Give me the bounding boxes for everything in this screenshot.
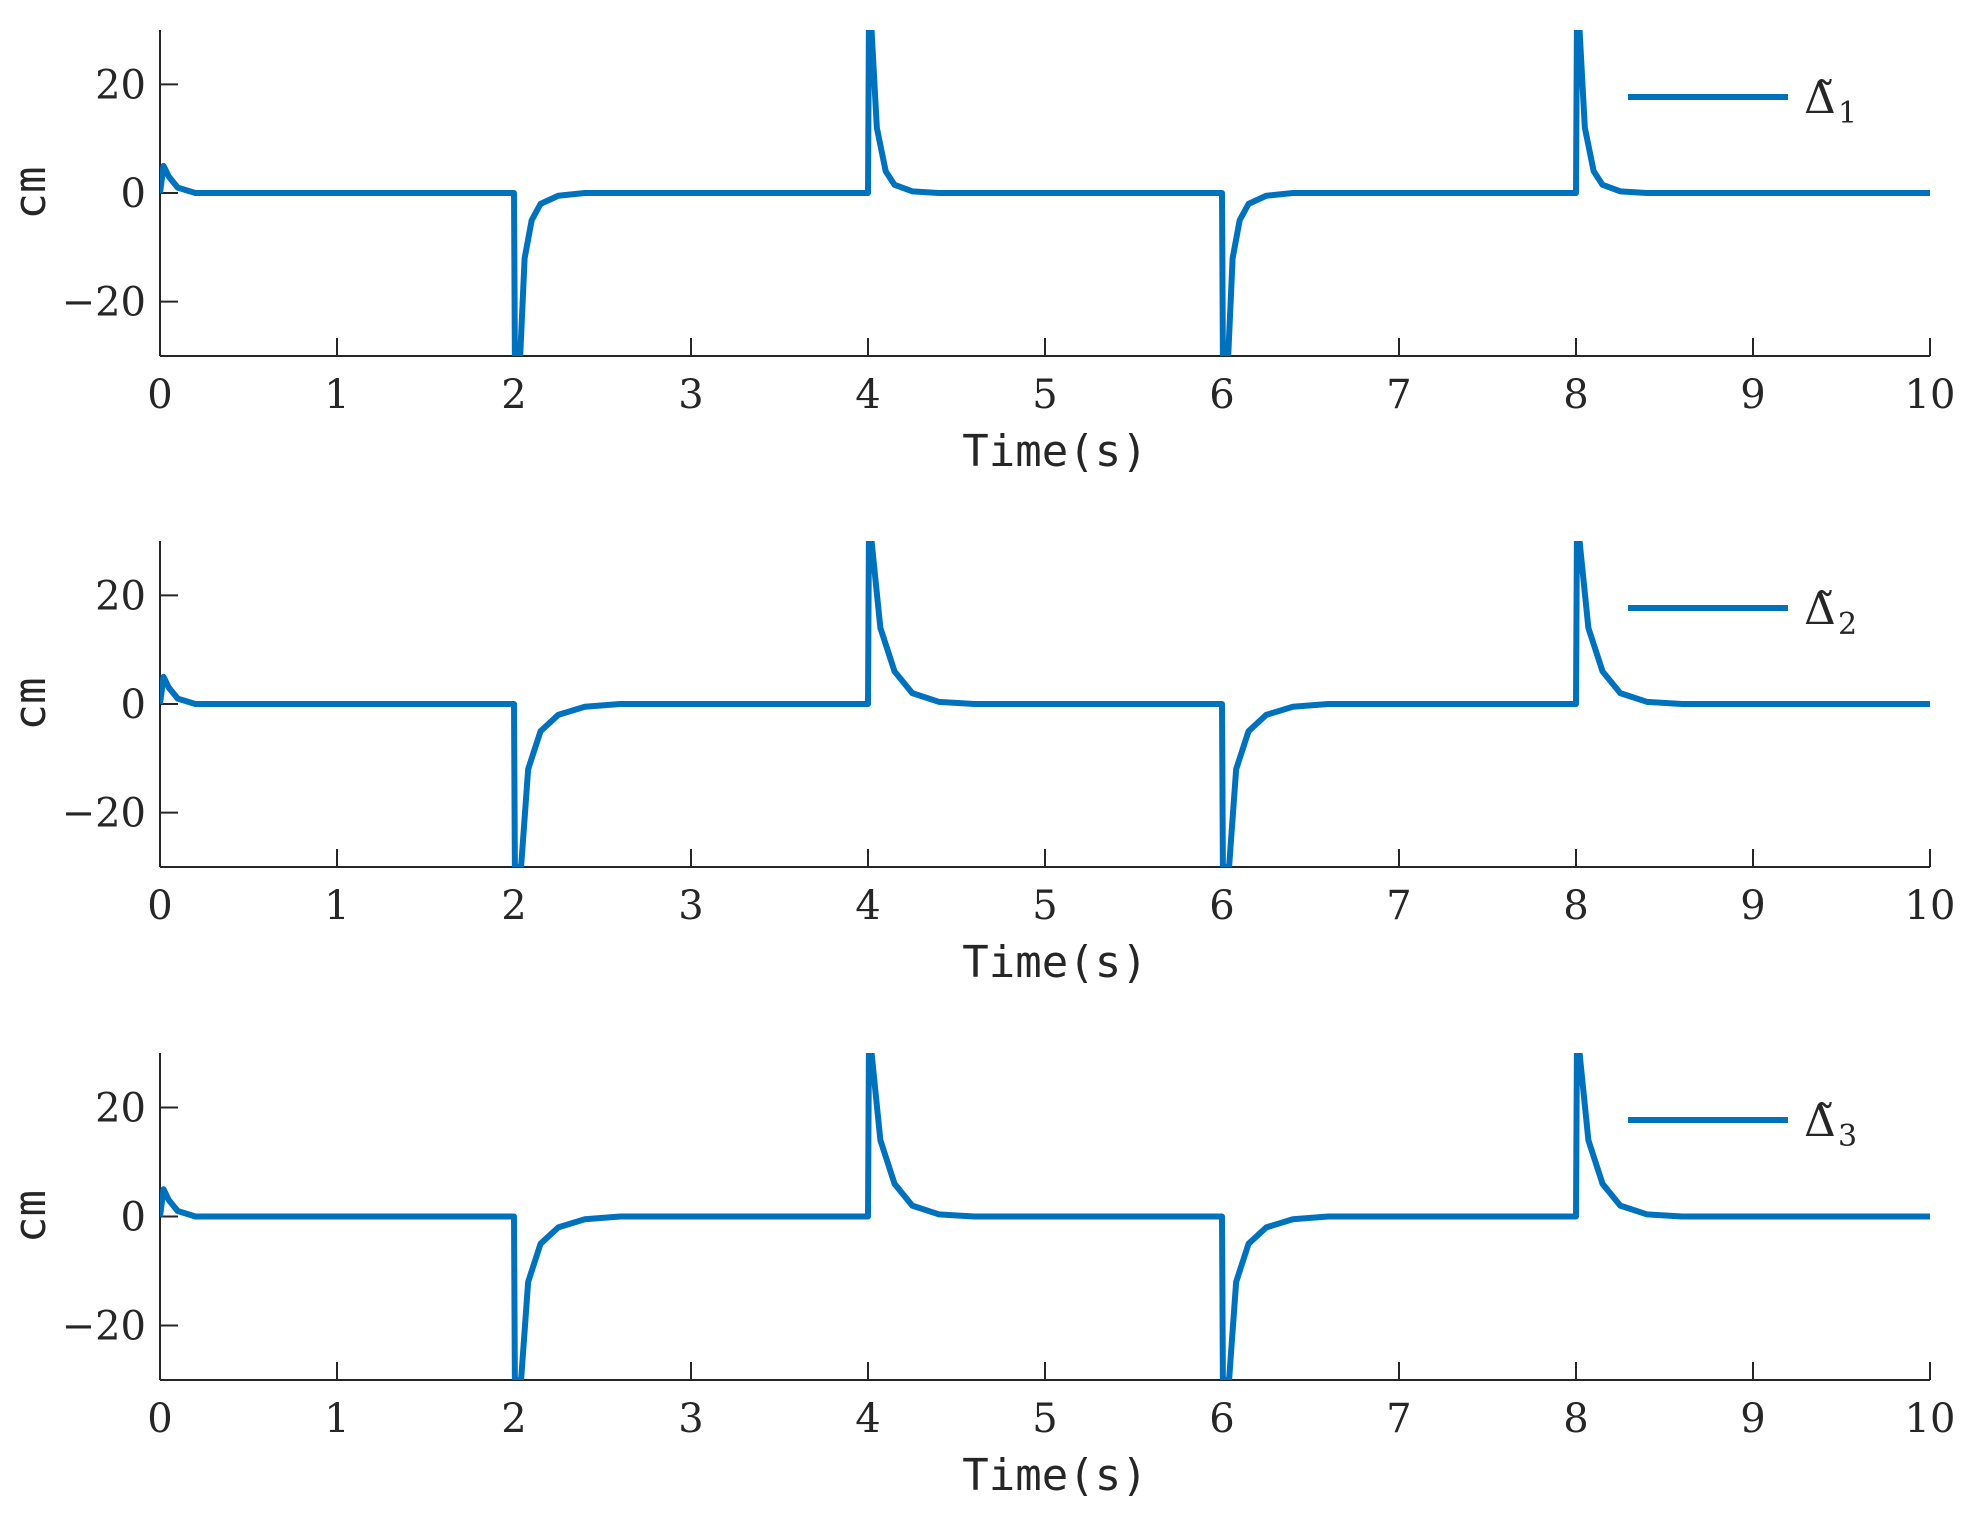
x-tick-label: 10 <box>1905 1396 1956 1442</box>
legend-label: Δ̃ <box>1804 1096 1836 1147</box>
legend-label: Δ̃ <box>1804 73 1836 124</box>
x-tick-label: 8 <box>1563 1396 1588 1442</box>
x-tick-label: 5 <box>1032 372 1057 418</box>
x-axis-title: Time(s) <box>962 937 1147 988</box>
x-tick-label: 10 <box>1905 883 1956 929</box>
x-tick-label: 2 <box>501 1396 526 1442</box>
y-tick-label: 0 <box>121 682 146 728</box>
x-tick-label: 1 <box>324 883 349 929</box>
x-tick-label: 5 <box>1032 883 1057 929</box>
x-tick-label: 10 <box>1905 372 1956 418</box>
x-tick-label: 7 <box>1386 883 1411 929</box>
x-tick-label: 3 <box>678 883 703 929</box>
x-tick-label: 3 <box>678 1396 703 1442</box>
x-tick-label: 9 <box>1740 372 1765 418</box>
x-tick-label: 0 <box>147 372 172 418</box>
y-axis-title: cm <box>5 678 56 731</box>
x-tick-label: 9 <box>1740 883 1765 929</box>
legend-subscript: 1 <box>1838 96 1857 131</box>
x-tick-label: 4 <box>855 1396 880 1442</box>
y-axis-title: cm <box>5 167 56 220</box>
y-tick-label: 20 <box>95 573 146 619</box>
x-tick-label: 8 <box>1563 883 1588 929</box>
x-tick-label: 4 <box>855 372 880 418</box>
x-tick-label: 2 <box>501 883 526 929</box>
y-tick-label: 20 <box>95 1086 146 1132</box>
x-tick-label: 6 <box>1209 372 1234 418</box>
y-tick-label: 20 <box>95 62 146 108</box>
x-axis-title: Time(s) <box>962 426 1147 477</box>
x-tick-label: 1 <box>324 372 349 418</box>
x-tick-label: 9 <box>1740 1396 1765 1442</box>
series-line-1 <box>160 541 1930 867</box>
x-tick-label: 6 <box>1209 1396 1234 1442</box>
legend-subscript: 2 <box>1838 607 1857 642</box>
legend-label: Δ̃ <box>1804 584 1836 635</box>
x-tick-label: 6 <box>1209 883 1234 929</box>
x-tick-label: 8 <box>1563 372 1588 418</box>
x-tick-label: 3 <box>678 372 703 418</box>
x-axis-title: Time(s) <box>962 1450 1147 1501</box>
y-axis-title: cm <box>5 1190 56 1243</box>
legend-subscript: 3 <box>1838 1119 1857 1154</box>
x-tick-label: 4 <box>855 883 880 929</box>
y-tick-label: −20 <box>62 791 146 837</box>
series-line-1 <box>160 30 1930 356</box>
x-tick-label: 0 <box>147 1396 172 1442</box>
x-tick-label: 2 <box>501 372 526 418</box>
y-tick-label: −20 <box>62 1304 146 1350</box>
x-tick-label: 1 <box>324 1396 349 1442</box>
y-tick-label: 0 <box>121 171 146 217</box>
y-tick-label: −20 <box>62 280 146 326</box>
x-tick-label: 5 <box>1032 1396 1057 1442</box>
x-tick-label: 7 <box>1386 372 1411 418</box>
x-tick-label: 0 <box>147 883 172 929</box>
series-line-1 <box>160 1053 1930 1380</box>
x-tick-label: 7 <box>1386 1396 1411 1442</box>
y-tick-label: 0 <box>121 1195 146 1241</box>
